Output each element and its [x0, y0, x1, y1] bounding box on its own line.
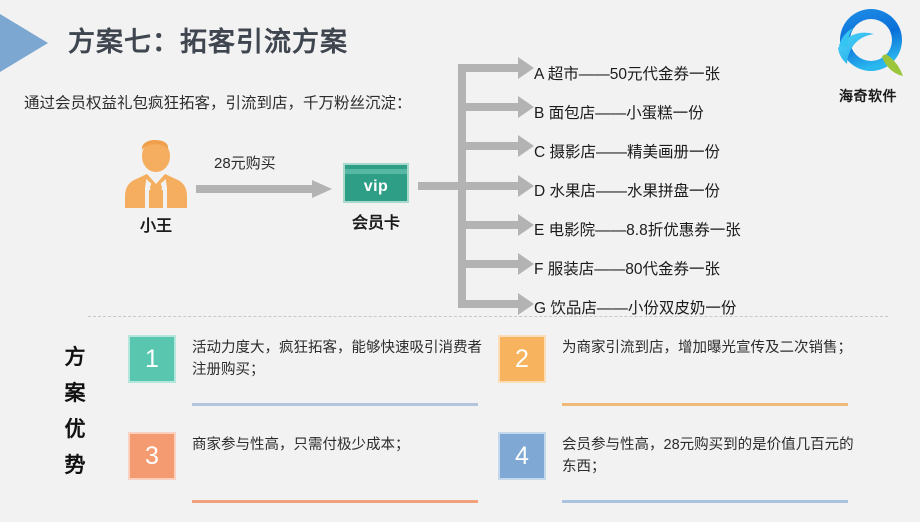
flow-membership-card: vip 会员卡 [330, 163, 422, 233]
advantage-badge-2: 2 [498, 335, 546, 383]
advantage-text-3: 商家参与性高，只需付极少成本； [192, 437, 410, 453]
logo-text: 海奇软件 [839, 88, 897, 104]
advantage-item-1: 1 活动力度大，疯狂拓客，能够快速吸引消费者注册购买； [128, 335, 498, 425]
benefit-item-g: G 饮品店——小份双皮奶一份 [534, 300, 737, 317]
section-divider [88, 316, 888, 317]
advantage-rule-3 [192, 500, 478, 503]
benefit-list: A 超市——50元代金券一张 B 面包店——小蛋糕一份 C 摄影店——精美画册一… [534, 55, 864, 328]
vip-card-text: vip [363, 178, 389, 195]
advantages-title-char-1: 方 [64, 346, 86, 369]
advantage-rule-2 [562, 403, 848, 406]
advantage-badge-3: 3 [128, 432, 176, 480]
buy-arrow-icon [196, 180, 332, 198]
benefit-item-b: B 面包店——小蛋糕一份 [534, 105, 704, 122]
advantage-text-4: 会员参与性高，28元购买到的是价值几百元的东西； [562, 437, 854, 475]
advantage-item-3: 3 商家参与性高，只需付极少成本； [128, 432, 498, 522]
advantage-rule-4 [562, 500, 848, 503]
vip-card: vip [343, 163, 409, 203]
advantage-item-4: 4 会员参与性高，28元购买到的是价值几百元的东西； [498, 432, 868, 522]
advantage-item-2: 2 为商家引流到店，增加曝光宣传及二次销售； [498, 335, 868, 425]
vip-card-stripe [345, 169, 407, 174]
advantage-badge-4: 4 [498, 432, 546, 480]
advantage-text-2: 为商家引流到店，增加曝光宣传及二次销售； [562, 340, 852, 356]
businessman-icon [125, 140, 187, 208]
advantages-title-char-2: 案 [64, 382, 86, 405]
benefit-item-e: E 电影院——8.8折优惠券一张 [534, 222, 741, 239]
advantage-text-1: 活动力度大，疯狂拓客，能够快速吸引消费者注册购买； [192, 340, 482, 378]
branch-connector-icon [418, 57, 534, 315]
advantages-title-char-4: 势 [64, 454, 86, 477]
advantage-rule-1 [192, 403, 478, 406]
membership-card-label: 会员卡 [351, 215, 400, 232]
buy-label: 28元购买 [214, 155, 276, 172]
title-chevron-icon [0, 14, 48, 72]
benefit-item-d: D 水果店——水果拼盘一份 [534, 183, 721, 200]
haiqi-q-logo-icon [838, 9, 903, 76]
person-label: 小王 [139, 218, 172, 235]
brand-logo: 海奇软件 [822, 4, 914, 116]
benefit-item-a: A 超市——50元代金券一张 [534, 66, 721, 83]
benefit-item-f: F 服装店——80代金券一张 [534, 261, 721, 278]
page-title: 方案七：拓客引流方案 [68, 27, 348, 57]
advantages-title: 方 案 优 势 [54, 340, 96, 484]
page-subtitle: 通过会员权益礼包疯狂拓客，引流到店，千万粉丝沉淀： [24, 95, 412, 112]
advantage-badge-1: 1 [128, 335, 176, 383]
advantages-title-char-3: 优 [64, 418, 86, 441]
benefit-item-c: C 摄影店——精美画册一份 [534, 144, 721, 161]
flow-person: 小王 [112, 138, 200, 236]
